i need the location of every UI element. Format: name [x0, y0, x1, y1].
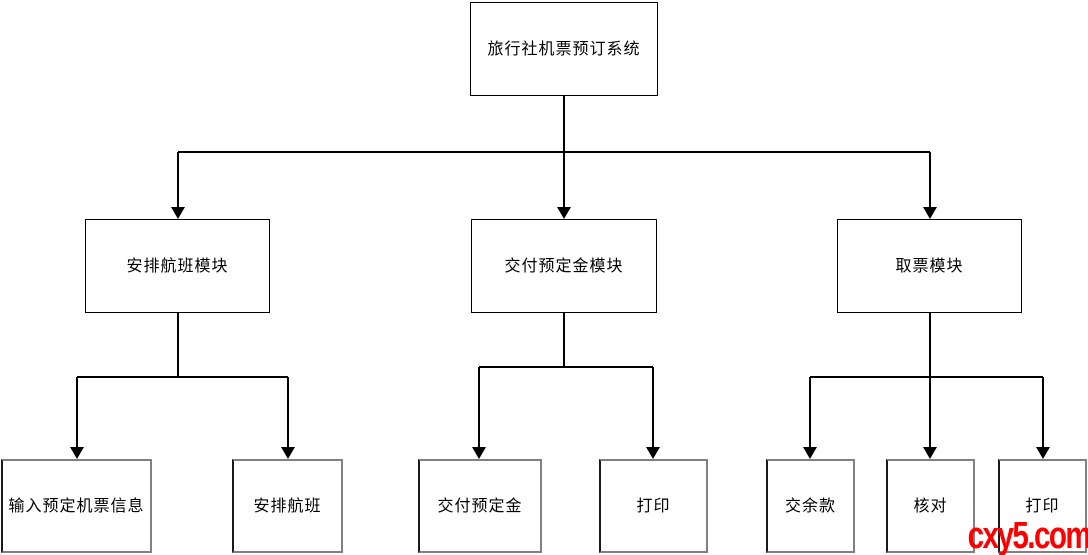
- arrowhead-icon: [557, 207, 571, 219]
- watermark-text: cxy5.com: [967, 515, 1088, 555]
- arrowhead-icon: [923, 207, 937, 219]
- arrowhead-icon: [472, 447, 486, 459]
- node-label: 交付预定金: [437, 496, 523, 516]
- node-label: 安排航班: [253, 496, 322, 516]
- node-label: 交付预定金模块: [504, 256, 624, 276]
- node-label: 核对: [913, 496, 948, 516]
- node-label: 旅行社机票预订系统: [487, 39, 641, 59]
- connector-branch-deposit: [478, 313, 654, 448]
- node-task-pay-balance: 交余款: [766, 459, 855, 553]
- node-module-pay-deposit: 交付预定金模块: [471, 219, 657, 313]
- node-task-verify: 核对: [886, 459, 975, 553]
- arrowhead-icon: [923, 447, 937, 459]
- arrowhead-icon: [646, 447, 660, 459]
- node-root-system: 旅行社机票预订系统: [470, 2, 658, 96]
- node-task-print-deposit: 打印: [599, 459, 708, 553]
- arrowhead-icon: [1036, 447, 1050, 459]
- node-label: 打印: [636, 496, 671, 516]
- node-task-print-ticket: 打印: [998, 459, 1087, 553]
- node-label: 交余款: [784, 496, 836, 516]
- connector-branch-arrange-flight: [76, 313, 289, 448]
- arrowhead-icon: [803, 447, 817, 459]
- connector-root-trunk: [177, 96, 931, 208]
- node-module-arrange-flight: 安排航班模块: [85, 219, 270, 313]
- node-task-arrange-flight: 安排航班: [232, 459, 343, 553]
- node-label: 取票模块: [895, 256, 964, 276]
- node-label: 打印: [1025, 496, 1060, 516]
- node-task-pay-deposit: 交付预定金: [418, 459, 542, 553]
- node-module-ticket-pickup: 取票模块: [837, 219, 1022, 313]
- arrowhead-icon: [281, 447, 295, 459]
- arrowhead-icon: [70, 447, 84, 459]
- node-label: 安排航班模块: [126, 256, 229, 276]
- node-label: 输入预定机票信息: [8, 496, 145, 516]
- connector-branch-ticket-pickup: [809, 313, 1044, 448]
- arrowhead-icon: [171, 207, 185, 219]
- node-task-input-ticket-info: 输入预定机票信息: [1, 459, 152, 553]
